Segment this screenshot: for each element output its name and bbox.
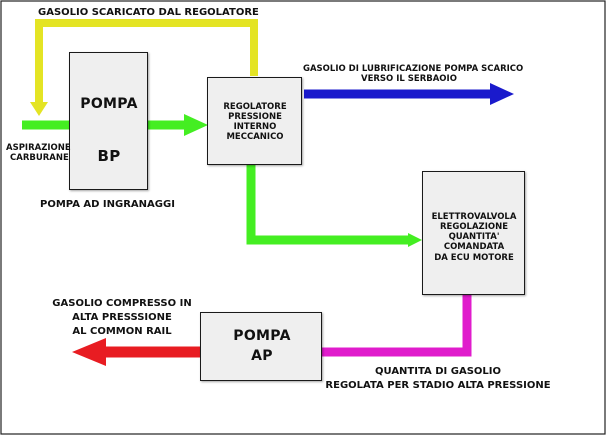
pompa-bp-title: POMPA [80,96,138,112]
label-lubrificazione-line-1: GASOLIO DI LUBRIFICAZIONE POMPA SCARICO [303,64,524,74]
elettrovalvola-box: ELETTROVALVOLA REGOLAZIONE QUANTITA' COM… [422,171,525,295]
regolatore-line-3: INTERNO [233,122,277,132]
elettrovalvola-line-1: ELETTROVALVOLA [431,212,517,222]
label-aspirazione-line-1: ASPIRAZIONE [6,143,71,153]
pompa-bp-box: POMPA BP [69,52,148,190]
label-quantita-line-1: QUANTITA DI GASOLIO [375,366,501,377]
blue-arrowhead [490,83,514,105]
yellow-arrowhead [30,102,48,116]
green-feed-line [246,165,410,245]
pompa-ap-box: POMPA AP [200,312,322,381]
label-compresso-line-1: GASOLIO COMPRESSO IN [52,298,192,309]
label-aspirazione-line-2: CARBURANE [10,153,69,163]
elettrovalvola-line-4: COMANDATA [443,242,505,252]
label-gasolio-scaricato: GASOLIO SCARICATO DAL REGOLATORE [38,7,259,18]
green-feed-arrowhead [408,233,422,247]
label-lubrificazione-line-2: VERSO IL SERBAOIO [361,74,457,84]
label-quantita-line-2: REGOLATA PER STADIO ALTA PRESSIONE [325,380,551,391]
elettrovalvola-line-5: DA ECU MOTORE [434,253,514,263]
magenta-line [322,294,472,357]
pompa-bp-subtitle: BP [97,147,121,165]
yellow-return-line [35,19,258,104]
green-inlet-arrowhead [184,114,208,136]
regolatore-line-1: REGOLATORE [223,102,287,112]
regolatore-box: REGOLATORE PRESSIONE INTERNO MECCANICO [207,77,302,165]
pompa-ap-title: POMPA [233,328,291,344]
elettrovalvola-line-2: REGOLAZIONE [439,222,509,232]
label-compresso-line-2: ALTA PRESSSIONE [72,312,172,323]
label-pompa-ingranaggi: POMPA AD INGRANAGGI [40,199,175,210]
red-arrowhead [72,338,106,366]
elettrovalvola-line-3: QUANTITA' [448,232,500,242]
label-compresso-line-3: AL COMMON RAIL [72,326,172,337]
regolatore-line-2: PRESSIONE [228,112,282,122]
regolatore-line-4: MECCANICO [226,132,284,142]
pompa-ap-subtitle: AP [251,348,273,364]
